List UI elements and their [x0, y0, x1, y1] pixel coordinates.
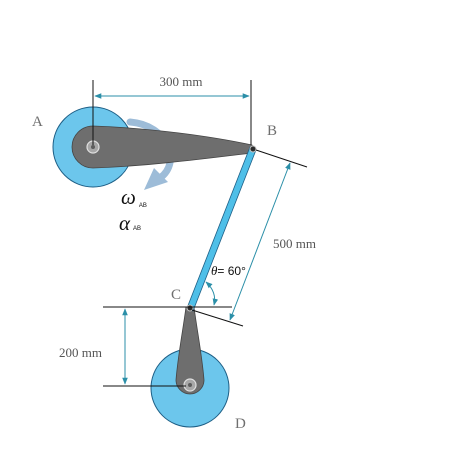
link-ab — [71, 125, 255, 169]
omega-subscript: AB — [139, 203, 147, 209]
dimension-line-bc — [229, 162, 291, 321]
angle-symbol: θ — [211, 263, 218, 278]
pin-a-center — [91, 145, 95, 149]
dimension-label-cd: 200 mm — [59, 345, 102, 360]
alpha-subscript: AB — [133, 226, 141, 232]
dimension-label-ab: 300 mm — [160, 74, 203, 89]
angle-label: θ= 60° — [211, 263, 246, 278]
alpha-symbol: α — [119, 211, 131, 235]
point-label-d: D — [235, 416, 246, 432]
link-cd — [175, 306, 205, 395]
point-label-b: B — [267, 123, 277, 139]
point-label-a: A — [32, 114, 43, 130]
point-label-c: C — [171, 287, 181, 303]
extension-line-c-perp — [191, 309, 244, 327]
dimension-label-bc: 500 mm — [273, 236, 316, 251]
angle-arc — [205, 281, 219, 306]
angle-value: = 60° — [217, 264, 246, 278]
omega-arrowhead-icon — [144, 168, 168, 190]
pin-b — [249, 145, 257, 153]
extension-line-b-perp — [255, 149, 308, 168]
pin-d-center — [188, 383, 192, 387]
rod-bc — [186, 146, 257, 312]
omega-symbol: ω — [121, 185, 136, 209]
